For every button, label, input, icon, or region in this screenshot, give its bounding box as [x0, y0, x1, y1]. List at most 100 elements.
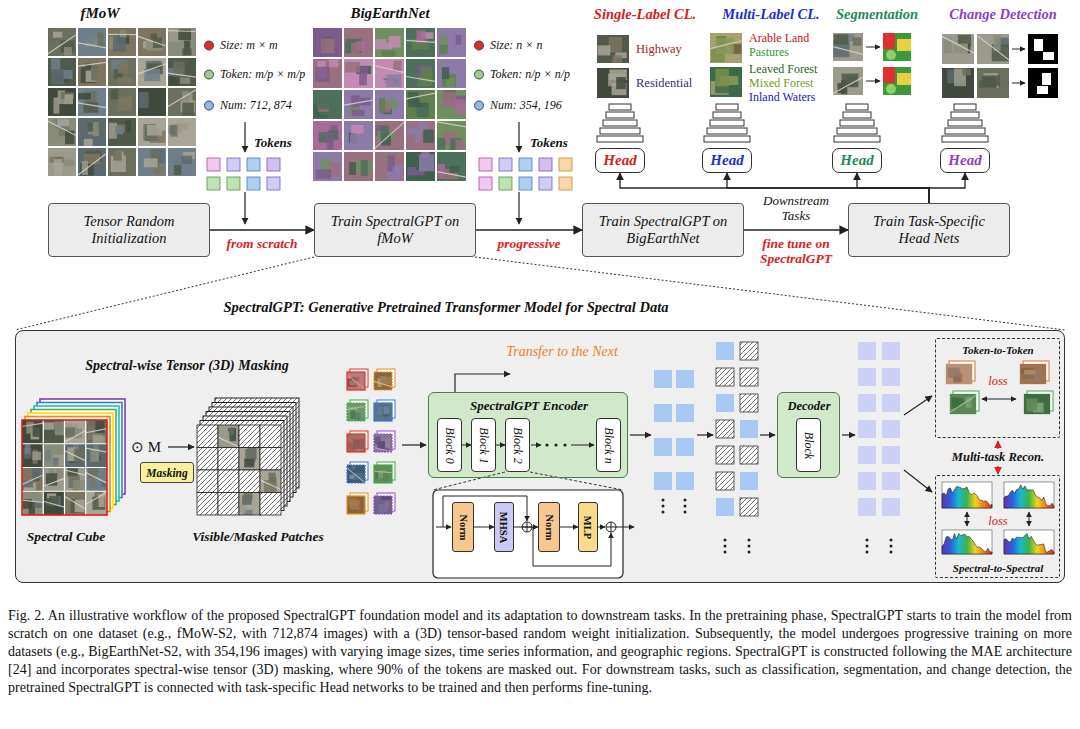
- tile-ground: [833, 33, 863, 61]
- tile-patch: [170, 125, 177, 137]
- tile-patch: [393, 167, 401, 174]
- tile-patch: [117, 77, 133, 83]
- tile-ground: [22, 468, 43, 492]
- tile-road: [78, 62, 106, 66]
- tile-road: [86, 429, 107, 433]
- figure-label: Highway: [636, 42, 682, 57]
- tile-patch: [415, 129, 421, 143]
- tile-patch: [23, 492, 34, 499]
- ellipsis-dot: [684, 505, 687, 508]
- loss-box: Token-to-Tokenloss: [935, 338, 1060, 438]
- flow-arrow: [744, 229, 848, 231]
- image-tile: [108, 148, 136, 176]
- ellipsis-dot: [554, 443, 557, 446]
- tile-patch: [350, 134, 363, 147]
- image-tile: [65, 468, 86, 492]
- tile-road: [138, 36, 166, 46]
- cell-border: [218, 470, 239, 493]
- image-tile: [108, 58, 136, 86]
- process-box: Train SpectralGPT on fMoW: [314, 203, 476, 257]
- image-tile: [108, 88, 136, 116]
- image-tile: [138, 58, 166, 86]
- tile-ground: [406, 152, 435, 181]
- tile-patch: [32, 452, 41, 461]
- tile-patch: [25, 444, 31, 454]
- tile-road: [22, 500, 43, 502]
- tile-patch: [115, 126, 123, 134]
- grid-line: [85, 420, 86, 515]
- image-tile: [65, 444, 86, 468]
- tile-patch: [120, 30, 127, 37]
- image-tile: [437, 121, 466, 150]
- text-holder: Visible/Masked Patches: [192, 529, 324, 545]
- text-holder: BigEarthNet: [350, 5, 429, 22]
- token-square: [247, 177, 260, 190]
- legend-swatch: [204, 69, 214, 79]
- ellipsis-dot: [866, 539, 869, 542]
- masked-cell: [239, 425, 260, 448]
- figure-label: Tokens: [530, 135, 568, 151]
- figure-label: Segmentation: [836, 6, 918, 23]
- tile-ground: [437, 59, 466, 88]
- tile-ground: [406, 90, 435, 119]
- cell-border: [260, 448, 281, 471]
- tile-patch: [351, 125, 363, 134]
- tile-ground: [138, 148, 166, 176]
- detail-box: [433, 490, 623, 578]
- tile-patch: [101, 453, 105, 464]
- tile-ground: [22, 444, 43, 468]
- ellipsis-dot: [684, 499, 687, 502]
- token-square: [858, 446, 876, 464]
- legend-entry: Token: m/p × m/p: [204, 67, 305, 82]
- image-tile: [374, 465, 392, 483]
- tile-patch: [153, 166, 164, 174]
- network-layer: [840, 120, 874, 126]
- tile-patch: [97, 32, 103, 48]
- patch-tint: [374, 465, 392, 483]
- tile-patch: [53, 460, 58, 466]
- image-tile: [375, 59, 404, 88]
- image-tile: [833, 67, 863, 95]
- process-box: Tensor Random Initialization: [48, 203, 210, 257]
- tile-road: [78, 43, 106, 48]
- tile-patch: [979, 38, 987, 56]
- tile-patch: [55, 421, 64, 435]
- tile-ground: [710, 67, 742, 97]
- network-layer: [954, 104, 976, 110]
- tile-ground: [1020, 364, 1046, 384]
- arrow-line: [531, 445, 541, 446]
- tile-ground: [597, 35, 629, 63]
- tile-road: [108, 34, 136, 35]
- spectrum-curve: [1004, 485, 1054, 508]
- tile-ground: [437, 90, 466, 119]
- image-tile: [313, 152, 342, 181]
- image-tile: [375, 152, 404, 181]
- tile-patch: [151, 90, 165, 97]
- ellipsis-dot: [724, 545, 727, 548]
- segmentation-region: [897, 39, 911, 51]
- tile-patch: [125, 121, 131, 133]
- tile-road: [710, 41, 742, 49]
- tile-patch: [229, 428, 234, 435]
- patch-tint: [1020, 364, 1046, 384]
- ellipsis-dot: [748, 551, 751, 554]
- tile-road: [406, 93, 435, 99]
- tile-ground: [43, 420, 64, 444]
- image-tile: [597, 68, 629, 98]
- text-holder: Downstream Tasks: [756, 193, 836, 223]
- text-holder: Segmentation: [836, 6, 918, 23]
- figure-label: Inland Waters: [749, 90, 815, 105]
- arrow-line: [616, 527, 634, 528]
- text-holder: Inland Waters: [749, 90, 815, 105]
- edge-label: from scratch: [227, 236, 298, 251]
- image-tile: [437, 90, 466, 119]
- image-tile: [260, 470, 281, 493]
- tile-patch: [393, 61, 401, 71]
- cell-border: [239, 470, 260, 493]
- image-tile: [168, 88, 196, 116]
- legend-swatch: [474, 100, 484, 110]
- patch-tint: [374, 372, 392, 390]
- token-square: [716, 446, 734, 464]
- tile-ground: [86, 444, 107, 468]
- network-layer: [945, 128, 985, 134]
